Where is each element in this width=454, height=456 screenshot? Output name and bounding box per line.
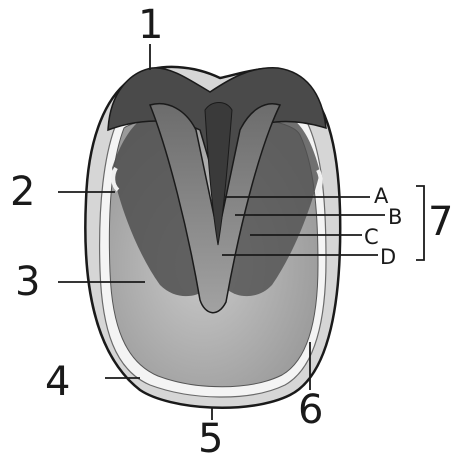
label-b: B — [388, 205, 402, 229]
label-1: 1 — [138, 2, 163, 48]
label-d: D — [380, 245, 396, 269]
label-2: 2 — [10, 169, 35, 215]
label-7: 7 — [428, 199, 453, 245]
label-a: A — [374, 184, 389, 208]
label-6: 6 — [298, 387, 323, 433]
label-5: 5 — [198, 416, 223, 456]
bracket-7 — [416, 186, 424, 260]
label-4: 4 — [45, 359, 70, 405]
label-3: 3 — [15, 259, 40, 305]
label-c: C — [364, 225, 379, 249]
